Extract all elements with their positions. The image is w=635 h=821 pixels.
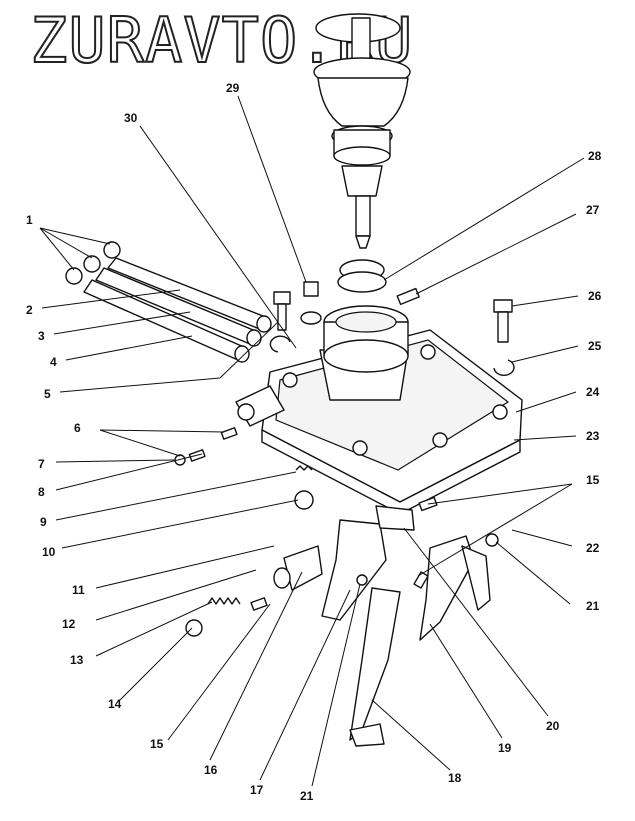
callout-30: 30 <box>124 111 138 125</box>
callout-numbers: 1 2 3 4 5 6 7 8 9 10 11 12 13 14 15 16 1… <box>26 81 602 803</box>
callout-9: 9 <box>40 515 47 529</box>
callout-13: 13 <box>70 653 84 667</box>
callout-27: 27 <box>586 203 600 217</box>
callout-17: 17 <box>250 783 264 797</box>
callout-25: 25 <box>588 339 602 353</box>
pin-27 <box>396 287 420 306</box>
callout-21-right: 21 <box>586 599 600 613</box>
callout-26: 26 <box>588 289 602 303</box>
callout-8: 8 <box>38 485 45 499</box>
callout-14: 14 <box>108 697 122 711</box>
callout-4: 4 <box>50 355 57 369</box>
callout-7: 7 <box>38 457 45 471</box>
shift-rails <box>65 241 272 363</box>
callout-2: 2 <box>26 303 33 317</box>
callout-16: 16 <box>204 763 218 777</box>
callout-5: 5 <box>44 387 51 401</box>
callout-10: 10 <box>42 545 56 559</box>
rubber-boot <box>337 259 387 293</box>
callout-18: 18 <box>448 771 462 785</box>
callout-11: 11 <box>72 583 85 597</box>
callout-3: 3 <box>38 329 45 343</box>
gear-shift-housing <box>235 305 523 515</box>
callout-19: 19 <box>498 741 512 755</box>
callout-1: 1 <box>26 213 33 227</box>
callout-6: 6 <box>74 421 81 435</box>
callout-12: 12 <box>62 617 76 631</box>
callout-15-right: 15 <box>586 473 600 487</box>
shift-forks <box>185 496 499 747</box>
callout-21-bottom: 21 <box>300 789 314 803</box>
callout-22: 22 <box>586 541 600 555</box>
callout-29: 29 <box>226 81 240 95</box>
small-hardware <box>174 281 515 510</box>
callout-28: 28 <box>588 149 602 163</box>
callout-15-left: 15 <box>150 737 164 751</box>
callout-20: 20 <box>546 719 560 733</box>
shift-lever-assembly <box>313 13 411 249</box>
callout-24: 24 <box>586 385 600 399</box>
leader-lines <box>39 95 585 787</box>
callout-23: 23 <box>586 429 600 443</box>
